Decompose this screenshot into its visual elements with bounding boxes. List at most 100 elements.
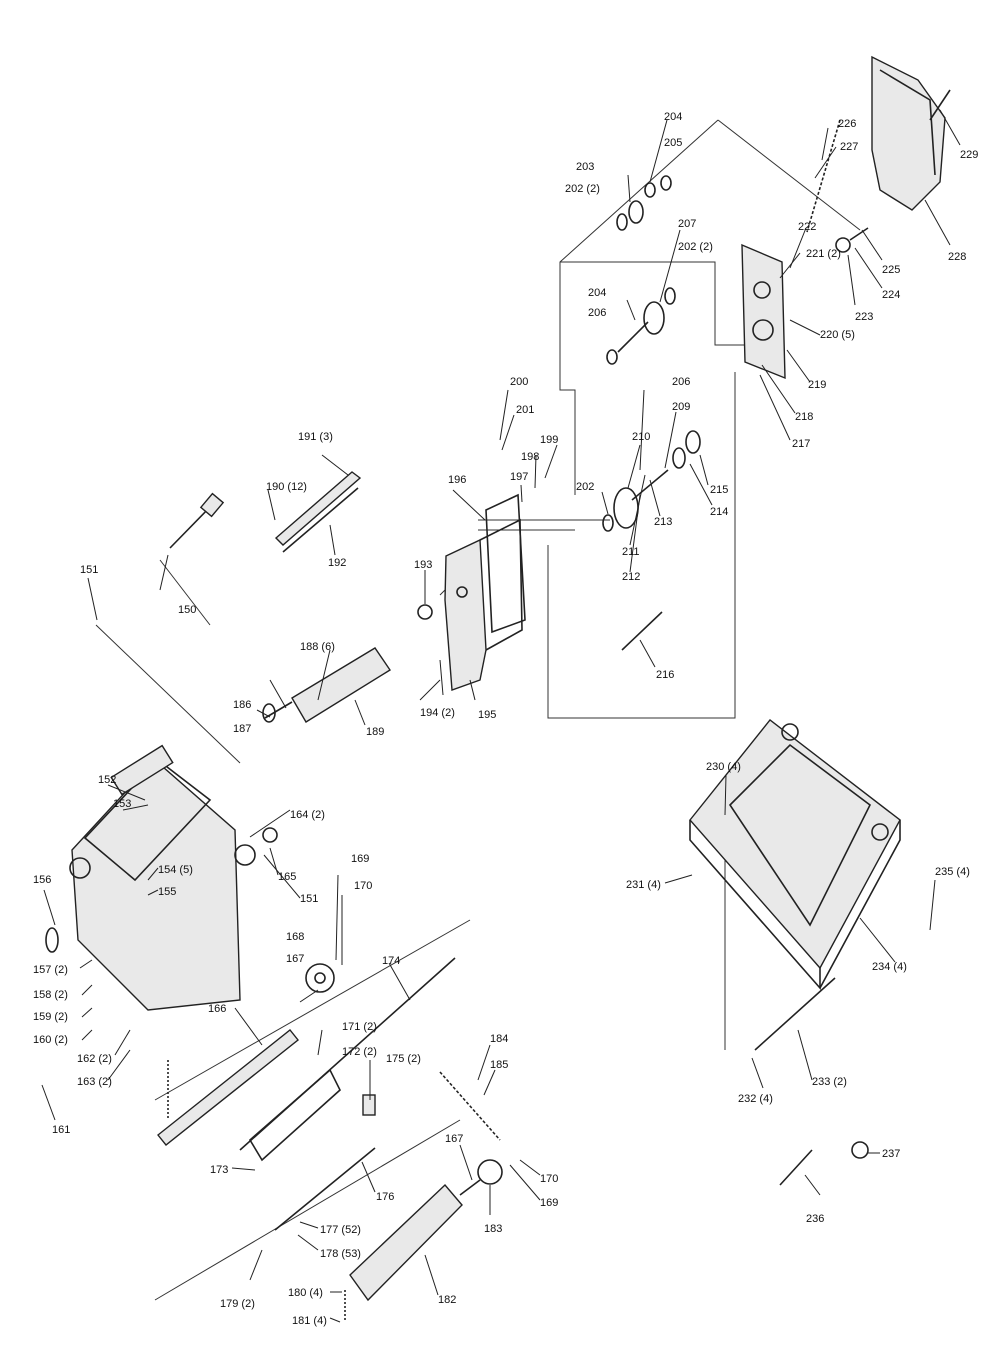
label-198: 198: [521, 451, 539, 463]
label-226: 226: [838, 118, 856, 130]
label-189: 189: [366, 726, 384, 738]
leg-233: [754, 977, 836, 1051]
label-193: 193: [414, 559, 432, 571]
label-233: 233 (2): [812, 1076, 847, 1088]
chain-184: [439, 1071, 501, 1141]
label-152: 152: [98, 774, 116, 786]
washer-193: [417, 604, 433, 620]
label-187: 187: [233, 723, 251, 735]
label-170a: 170: [354, 880, 372, 892]
label-170b: 170: [540, 1173, 558, 1185]
planer-head-housing: [45, 744, 278, 1011]
shaft-150: [169, 492, 225, 549]
outfeed-roller-176: [274, 1147, 376, 1231]
label-190: 190 (12): [266, 481, 307, 493]
label-230: 230 (4): [706, 761, 741, 773]
label-213: 213: [654, 516, 672, 528]
assembly-guide-lines: [95, 119, 861, 1301]
label-171: 171 (2): [342, 1021, 377, 1033]
label-177: 177 (52): [320, 1224, 361, 1236]
label-186: 186: [233, 699, 251, 711]
label-227: 227: [840, 141, 858, 153]
infeed-roller-182: [349, 1179, 481, 1302]
part-labels: 150 151 151 152 153 154 (5) 155 156 157 …: [33, 111, 978, 1327]
label-163: 163 (2): [77, 1076, 112, 1088]
leader-lines: [41, 109, 961, 1323]
label-220: 220 (5): [820, 329, 855, 341]
label-173: 173: [210, 1164, 228, 1176]
screw-229: [929, 89, 951, 121]
label-178: 178 (53): [320, 1248, 361, 1260]
knife-191: [274, 471, 362, 553]
label-154: 154 (5): [158, 864, 193, 876]
label-232: 232 (4): [738, 1093, 773, 1105]
label-157: 157 (2): [33, 964, 68, 976]
gasket-196: [485, 493, 526, 634]
label-203: 203: [576, 161, 594, 173]
label-179: 179 (2): [220, 1298, 255, 1310]
label-184: 184: [490, 1033, 508, 1045]
label-235: 235 (4): [935, 866, 970, 878]
label-204a: 204: [664, 111, 682, 123]
label-205: 205: [664, 137, 682, 149]
label-218: 218: [795, 411, 813, 423]
sprocket-168: [305, 963, 335, 993]
shaft-216: [621, 611, 663, 651]
label-161: 161: [52, 1124, 70, 1136]
label-197: 197: [510, 471, 528, 483]
label-224: 224: [882, 289, 900, 301]
label-181: 181 (4): [292, 1315, 327, 1327]
label-229: 229: [960, 149, 978, 161]
gearbox-housing-195: [444, 518, 523, 691]
label-167b: 167: [445, 1133, 463, 1145]
label-150: 150: [178, 604, 196, 616]
label-166: 166: [208, 1003, 226, 1015]
label-199: 199: [540, 434, 558, 446]
label-210: 210: [632, 431, 650, 443]
label-223: 223: [855, 311, 873, 323]
label-153: 153: [113, 798, 131, 810]
label-164: 164 (2): [290, 809, 325, 821]
label-158: 158 (2): [33, 989, 68, 1001]
label-168: 168: [286, 931, 304, 943]
label-202c: 202: [576, 481, 594, 493]
label-228: 228: [948, 251, 966, 263]
label-215: 215: [710, 484, 728, 496]
label-191: 191 (3): [298, 431, 333, 443]
label-151b: 151: [300, 893, 318, 905]
label-151a: 151: [80, 564, 98, 576]
sprocket-223: [835, 227, 869, 253]
label-231: 231 (4): [626, 879, 661, 891]
label-192: 192: [328, 557, 346, 569]
label-185: 185: [490, 1059, 508, 1071]
feed-roller-166: [157, 1029, 299, 1146]
label-182: 182: [438, 1294, 456, 1306]
label-237: 237: [882, 1148, 900, 1160]
label-172: 172 (2): [342, 1046, 377, 1058]
base-table: [689, 719, 901, 991]
label-222: 222: [798, 221, 816, 233]
label-236: 236: [806, 1213, 824, 1225]
label-201: 201: [516, 404, 534, 416]
label-167a: 167: [286, 953, 304, 965]
label-221: 221 (2): [806, 248, 841, 260]
label-156: 156: [33, 874, 51, 886]
label-155: 155: [158, 886, 176, 898]
gearbox-plate: [741, 243, 786, 380]
label-196: 196: [448, 474, 466, 486]
label-214: 214: [710, 506, 728, 518]
label-209: 209: [672, 401, 690, 413]
label-219: 219: [808, 379, 826, 391]
label-194: 194 (2): [420, 707, 455, 719]
label-202a: 202 (2): [565, 183, 600, 195]
label-165: 165: [278, 871, 296, 883]
label-159: 159 (2): [33, 1011, 68, 1023]
label-212: 212: [622, 571, 640, 583]
label-200: 200: [510, 376, 528, 388]
gearbox-cover-228: [871, 55, 946, 211]
label-174: 174: [382, 955, 400, 967]
label-169b: 169: [540, 1197, 558, 1209]
label-162: 162 (2): [77, 1053, 112, 1065]
label-183: 183: [484, 1223, 502, 1235]
label-180: 180 (4): [288, 1287, 323, 1299]
